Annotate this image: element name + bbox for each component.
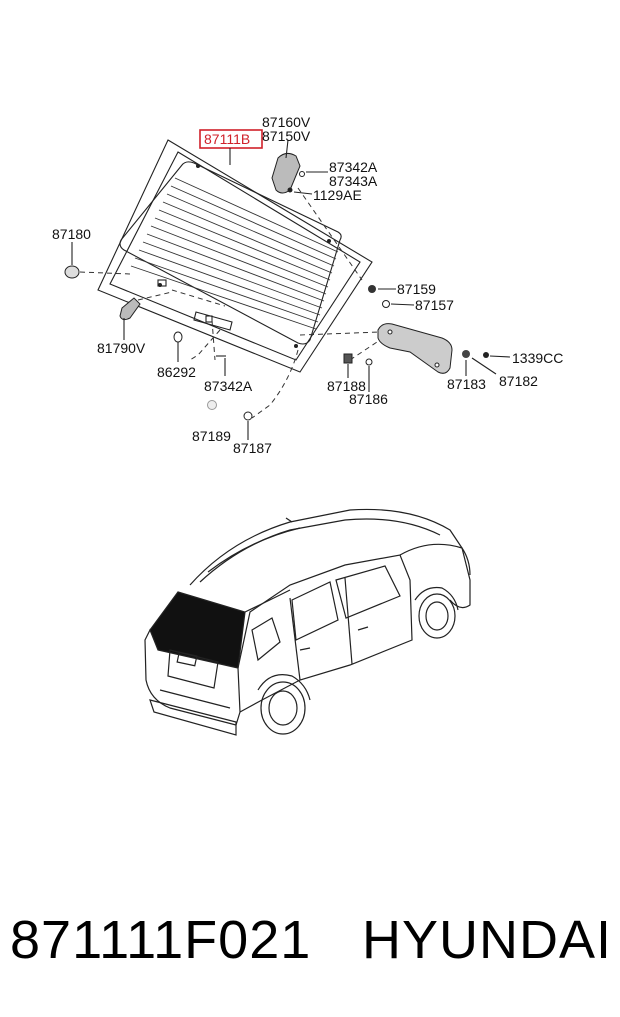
brand-name: HYUNDAI — [362, 910, 613, 970]
label-87187: 87187 — [233, 440, 272, 456]
nozzle-81790v — [119, 297, 141, 340]
label-87157: 87157 — [415, 297, 454, 313]
label-1129ae: 1129AE — [313, 187, 362, 203]
label-1339cc: 1339CC — [512, 350, 563, 366]
clip-87188 — [343, 353, 353, 378]
connector-87187 — [243, 411, 253, 440]
label-87343a: 87343A — [329, 173, 378, 189]
highlight-box — [199, 129, 263, 149]
label-86292: 86292 — [157, 364, 196, 380]
part-number: 871111F021 — [10, 910, 312, 970]
label-81790v: 81790V — [97, 340, 146, 356]
hinge-bracket — [271, 139, 301, 194]
label-87189: 87189 — [192, 428, 231, 444]
label-87150v: 87150V — [262, 128, 311, 144]
bolt-1339cc — [483, 352, 511, 358]
label-87342a-bottom: 87342A — [204, 378, 253, 394]
label-87111b: 87111B — [204, 131, 250, 147]
rear-glass — [97, 139, 373, 373]
screw-87342a — [216, 355, 226, 376]
defroster-grid — [130, 177, 339, 330]
footer: 871111F021 HYUNDAI — [10, 905, 613, 975]
label-87160v: 87160V — [262, 114, 311, 130]
grommet-86292 — [173, 331, 183, 362]
clip-87157 — [382, 300, 415, 308]
bolt-1129ae — [287, 187, 313, 195]
clip-87159 — [368, 285, 396, 293]
plug-87189 — [207, 400, 217, 410]
vehicle-illustration — [144, 508, 471, 736]
label-87159: 87159 — [397, 281, 436, 297]
label-87342a-top: 87342A — [329, 159, 378, 175]
label-87186: 87186 — [349, 391, 388, 407]
label-87180: 87180 — [52, 226, 91, 242]
label-87183: 87183 — [447, 376, 486, 392]
clip-87186 — [365, 358, 373, 392]
clip-87180 — [64, 242, 131, 279]
label-87182: 87182 — [499, 373, 538, 389]
label-87188: 87188 — [327, 378, 366, 394]
high-mount-stop-lamp — [377, 323, 453, 374]
nut-87183 — [462, 350, 470, 376]
